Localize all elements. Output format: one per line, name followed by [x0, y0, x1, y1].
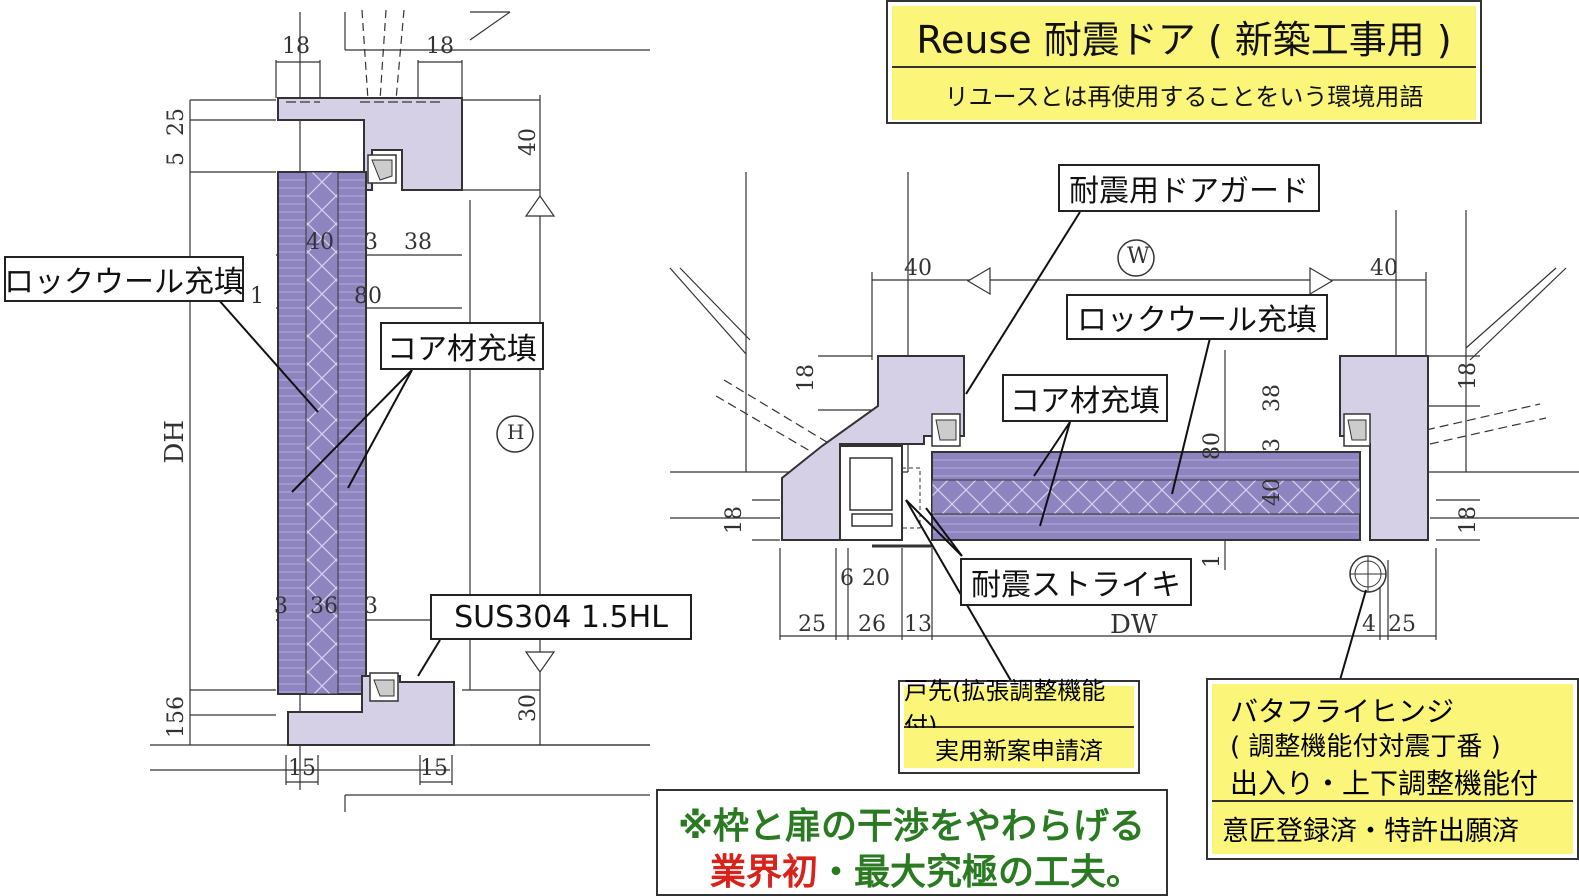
dim-in-38: 38: [404, 230, 432, 255]
title-box: Reuse 耐震ドア ( 新築工事用 ) リユースとは再使用することをいう環境用…: [886, 0, 1482, 124]
dim-side-40: 40: [516, 128, 541, 156]
label-striker: 耐震ストライキ: [960, 558, 1192, 606]
dim-b-15b: 15: [420, 756, 448, 781]
hinge-desc: バタフライヒンジ ( 調整機能付対震丁番 ) 出入り・上下調整機能付: [1212, 684, 1573, 802]
bottom-frame: [287, 675, 455, 746]
dim-r-18b: 18: [1456, 362, 1481, 390]
dim-r-18d: 18: [1456, 506, 1481, 534]
dim-r-18a: 18: [794, 364, 819, 392]
dim-r-80: 80: [1200, 432, 1225, 460]
note-box: ※枠と扉の干渉をやわらげる 業界初・最大究極の工夫。: [656, 789, 1168, 896]
dim-b-30: 30: [516, 694, 541, 722]
dim-top-18a: 18: [282, 34, 310, 59]
dim-in-3: 3: [364, 230, 378, 255]
hinge-line3: 出入り・上下調整機能付: [1230, 767, 1539, 800]
dim-side-25: 25: [164, 108, 189, 136]
dim-dh: DH: [160, 420, 190, 464]
dim-b-36: 36: [310, 594, 338, 619]
dim-r-40b: 40: [1370, 256, 1398, 281]
dim-b-3a: 3: [274, 594, 288, 619]
hinge-line1: バタフライヒンジ: [1230, 695, 1455, 728]
dim-r-4: 4: [1362, 612, 1376, 637]
note-line2-red: 業界初: [710, 852, 819, 893]
dim-in-40: 40: [306, 230, 334, 255]
dim-h-mark: H: [507, 420, 525, 444]
note-line1: ※枠と扉の干渉をやわらげる: [678, 806, 1145, 847]
label-core-right: コア材充填: [1002, 374, 1168, 422]
dim-b-156: 156: [164, 696, 189, 738]
dim-b-3b: 3: [364, 594, 378, 619]
dim-r-40c: 40: [1260, 478, 1285, 506]
dim-in-1: 1: [250, 284, 264, 309]
dim-top-18b: 18: [426, 34, 454, 59]
top-frame: [277, 97, 463, 191]
label-rockwool-left: ロックウール充填: [4, 256, 244, 302]
dim-r-18c: 18: [722, 506, 747, 534]
dim-in-80: 80: [354, 284, 382, 309]
hinge-box: バタフライヒンジ ( 調整機能付対震丁番 ) 出入り・上下調整機能付 意匠登録済…: [1206, 678, 1579, 860]
label-door-guard: 耐震用ドアガード: [1058, 164, 1320, 212]
dim-w-mark: W: [1127, 244, 1150, 269]
dim-r-25a: 25: [798, 612, 826, 637]
title-main: Reuse 耐震ドア ( 新築工事用 ): [892, 6, 1476, 68]
dim-r-25b: 25: [1388, 612, 1416, 637]
dim-r-3: 3: [1260, 438, 1285, 452]
hinge-line4: 意匠登録済・特許出願済: [1212, 802, 1573, 854]
hinge-line2: ( 調整機能付対震丁番 ): [1230, 732, 1501, 762]
label-rockwool-right: ロックウール充填: [1066, 294, 1328, 340]
tosaki-line1: 戸先(拡張調整機能付): [904, 677, 1134, 740]
dim-side-5: 5: [164, 152, 189, 166]
note-line2-rest: ・最大究極の工夫。: [818, 852, 1143, 893]
note-line2: 業界初・最大究極の工夫。: [710, 843, 1142, 895]
dim-r-13: 13: [904, 612, 932, 637]
dim-dw: DW: [1110, 610, 1158, 640]
dim-r-40a: 40: [904, 256, 932, 281]
dim-b-15a: 15: [288, 756, 316, 781]
dim-r-38: 38: [1260, 384, 1285, 412]
dim-r-20: 20: [862, 566, 890, 591]
tosaki-line2: 実用新案申請済: [904, 728, 1134, 768]
label-sus304: SUS304 1.5HL: [430, 594, 692, 640]
title-subtitle: リユースとは再使用することをいう環境用語: [892, 68, 1476, 120]
dim-r-1: 1: [1200, 554, 1225, 568]
dim-r-26: 26: [858, 612, 886, 637]
tosaki-box: 戸先(拡張調整機能付) 実用新案申請済: [898, 677, 1140, 774]
label-core-left: コア材充填: [380, 322, 544, 370]
dim-r-6: 6: [840, 566, 854, 591]
